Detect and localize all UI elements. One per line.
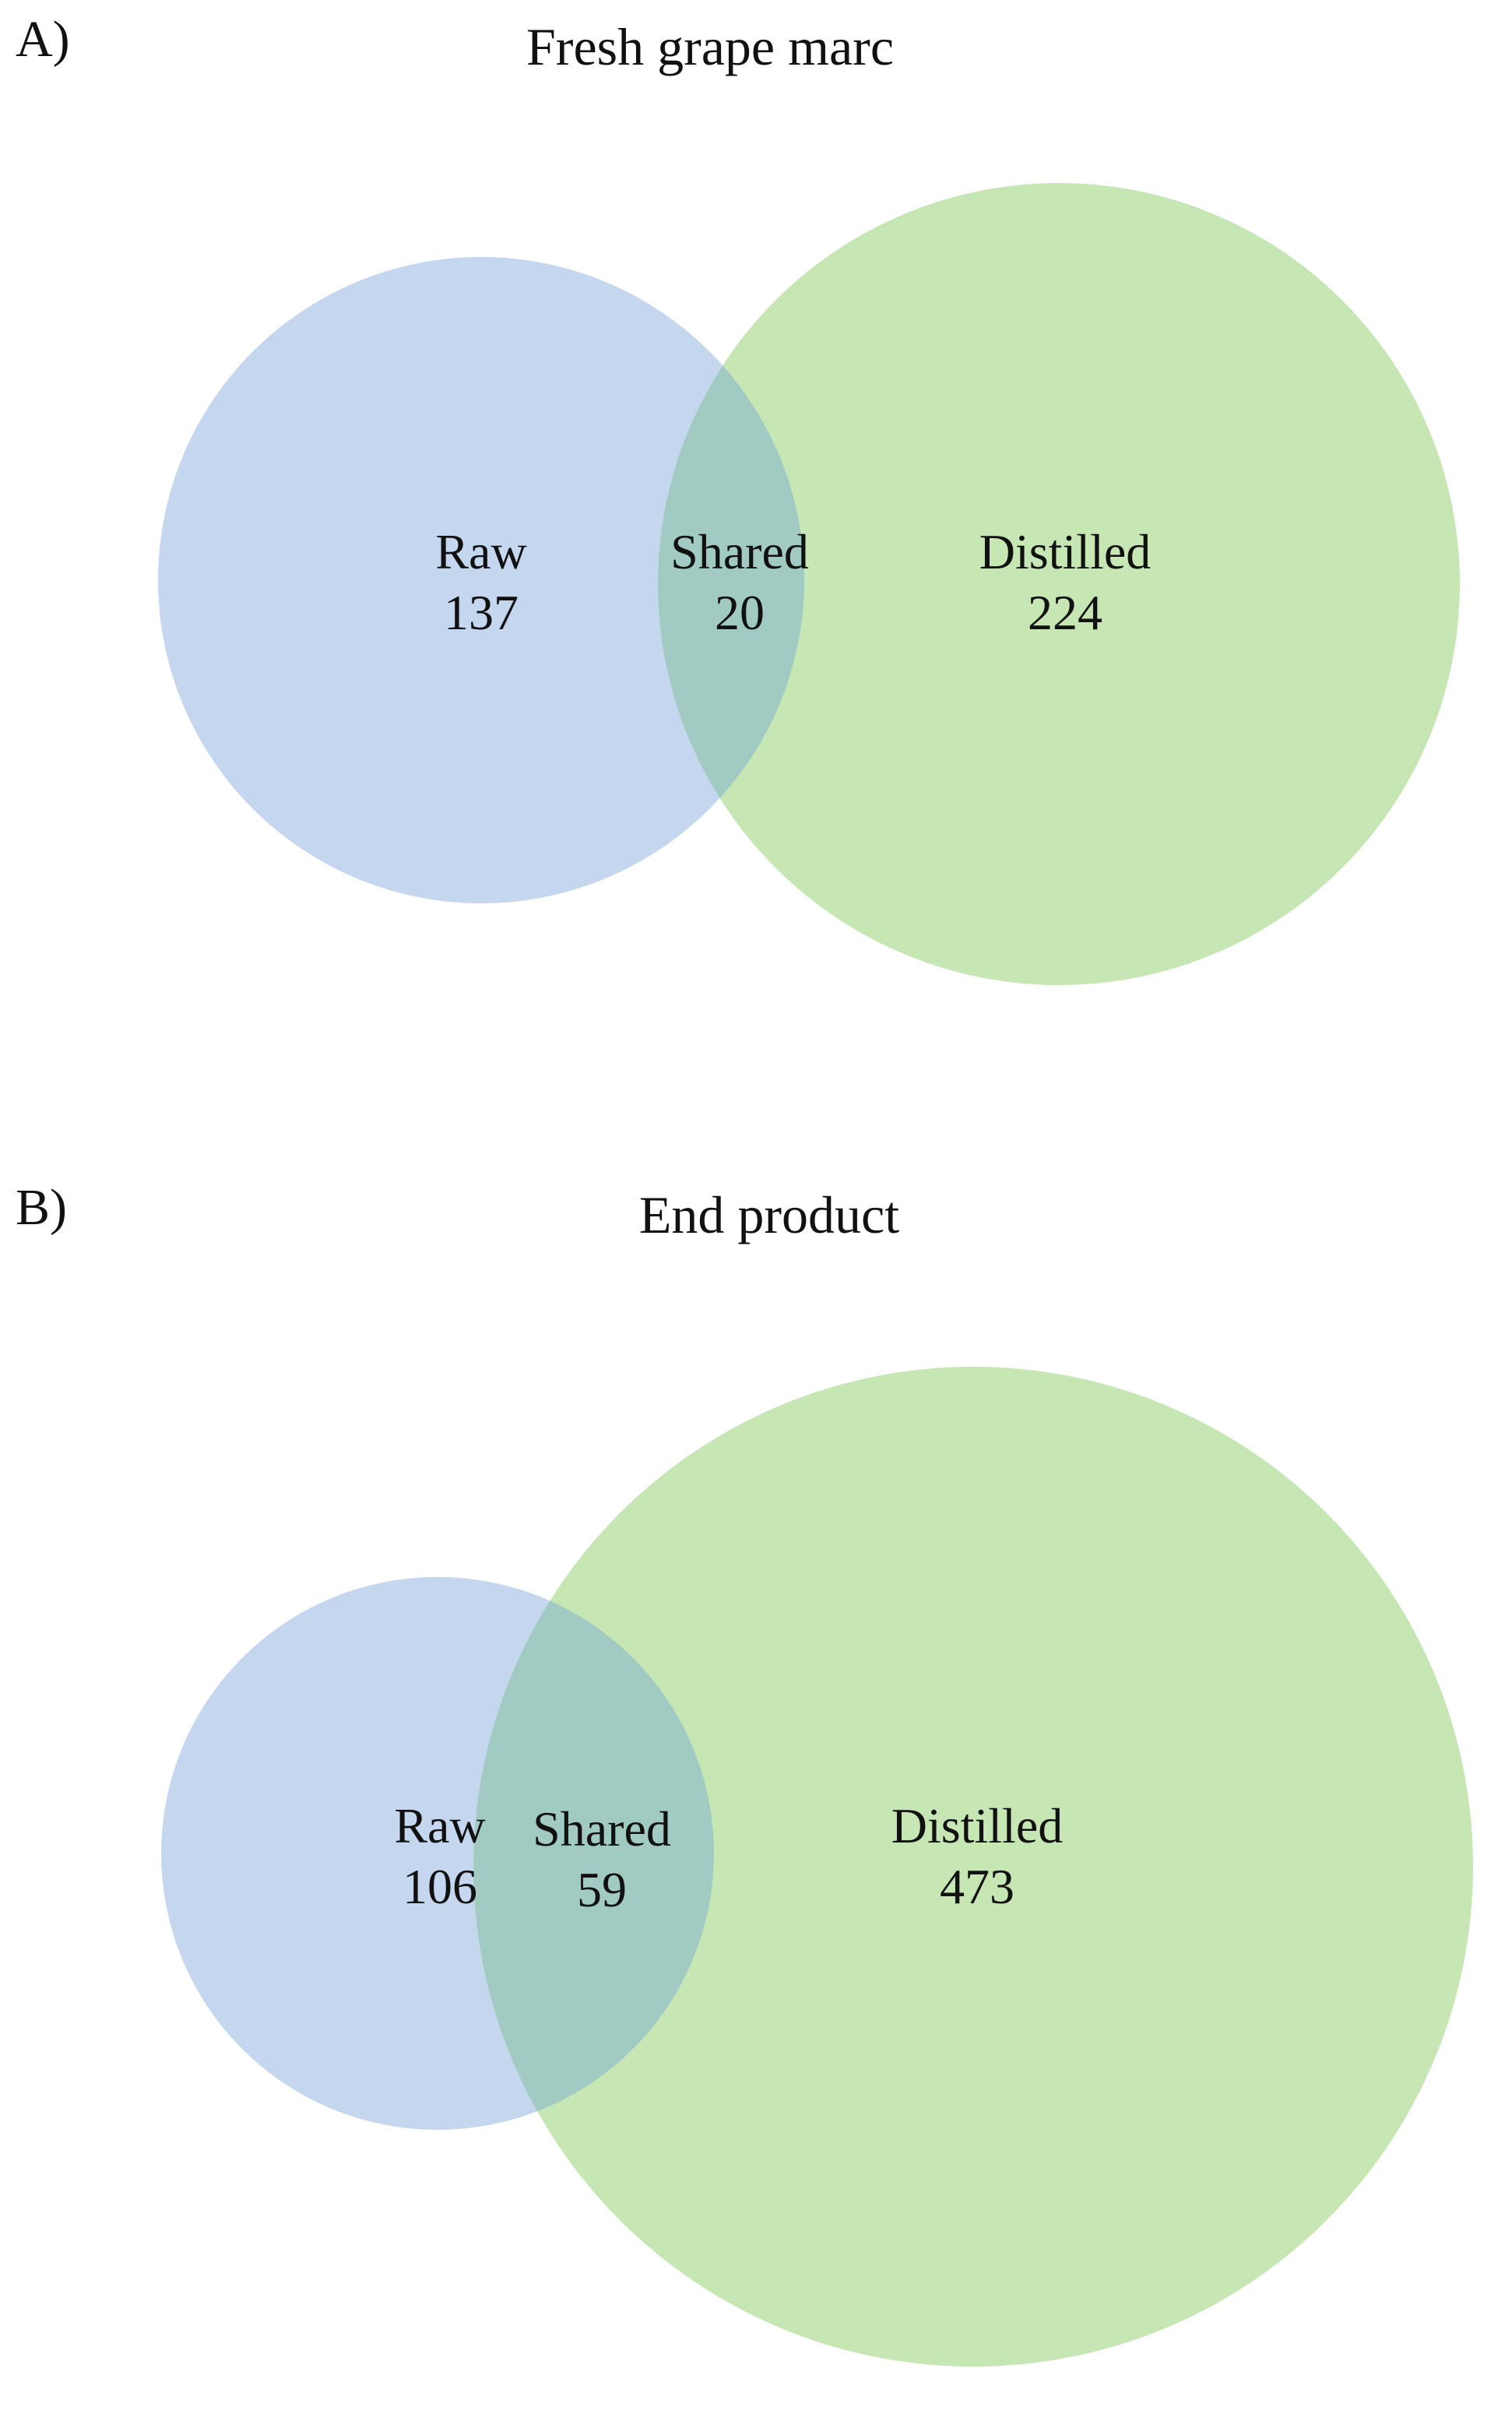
raw-set-name: Raw bbox=[394, 1798, 486, 1853]
raw-set-circle bbox=[158, 257, 804, 903]
distilled-set-count: 473 bbox=[940, 1859, 1014, 1914]
distilled-region-label: Distilled 473 bbox=[891, 1796, 1063, 1917]
raw-set-name: Raw bbox=[435, 524, 527, 579]
distilled-region-label: Distilled 224 bbox=[979, 522, 1151, 643]
venn-diagram bbox=[161, 1367, 1473, 2367]
distilled-set-circle bbox=[658, 183, 1460, 985]
venn-panel-a: A) Fresh grape marc Raw 137 Shared 20 Di… bbox=[0, 0, 1512, 1168]
shared-set-count: 59 bbox=[577, 1862, 627, 1917]
panel-title: Fresh grape marc bbox=[526, 17, 895, 76]
venn-diagram bbox=[158, 183, 1460, 985]
panel-title: End product bbox=[638, 1185, 900, 1244]
raw-region-label: Raw 137 bbox=[435, 522, 526, 643]
panel-label: B) bbox=[16, 1179, 67, 1236]
distilled-set-name: Distilled bbox=[891, 1798, 1064, 1853]
shared-set-name: Shared bbox=[670, 524, 809, 579]
distilled-set-name: Distilled bbox=[979, 524, 1152, 579]
distilled-set-circle bbox=[473, 1367, 1473, 2367]
raw-set-count: 106 bbox=[403, 1859, 477, 1914]
raw-region-label: Raw 106 bbox=[394, 1796, 485, 1917]
shared-region-label: Shared 20 bbox=[670, 522, 809, 643]
panel-label: A) bbox=[16, 11, 70, 68]
raw-set-count: 137 bbox=[444, 585, 519, 640]
shared-set-count: 20 bbox=[715, 585, 765, 640]
shared-region-label: Shared 59 bbox=[533, 1799, 671, 1920]
shared-set-name: Shared bbox=[533, 1801, 671, 1857]
venn-panel-b: B) End product Raw 106 Shared 59 Distill… bbox=[0, 1168, 1512, 2418]
distilled-set-count: 224 bbox=[1028, 585, 1102, 640]
